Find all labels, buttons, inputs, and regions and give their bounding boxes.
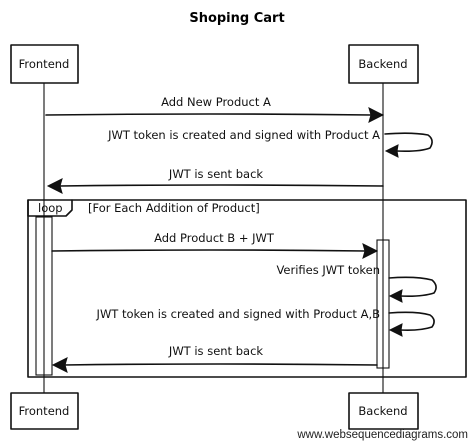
watermark: www.websequencediagrams.com xyxy=(296,429,468,441)
actor-backend-bottom-label: Backend xyxy=(358,404,407,418)
message-jwt-created-ab: JWT token is created and signed with Pro… xyxy=(96,307,435,337)
loop-condition: [For Each Addition of Product] xyxy=(88,201,260,215)
actor-backend-top-label: Backend xyxy=(358,57,407,71)
actor-frontend-top: Frontend xyxy=(10,44,79,84)
activation-frontend-loop xyxy=(35,216,53,376)
actor-backend-top: Backend xyxy=(348,44,419,84)
loop-frame: loop [For Each Addition of Product] xyxy=(27,199,467,378)
message-label: JWT token is created and signed with Pro… xyxy=(96,307,381,321)
actor-backend-bottom: Backend xyxy=(348,392,419,430)
message-label: JWT is sent back xyxy=(168,167,263,181)
message-label: Add Product B + JWT xyxy=(154,231,275,245)
message-label: JWT token is created and signed with Pro… xyxy=(107,128,380,142)
actor-frontend-top-label: Frontend xyxy=(19,57,70,71)
message-verifies-jwt: Verifies JWT token xyxy=(276,263,437,303)
loop-tag: loop xyxy=(38,201,63,215)
diagram-title: Shoping Cart xyxy=(189,11,284,26)
actor-frontend-bottom-label: Frontend xyxy=(19,404,70,418)
message-jwt-sent-back-2: JWT is sent back xyxy=(51,344,378,373)
message-label: JWT is sent back xyxy=(168,344,263,358)
message-jwt-created-a: JWT token is created and signed with Pro… xyxy=(107,128,433,158)
activation-backend-loop xyxy=(376,239,390,369)
message-jwt-sent-back-1: JWT is sent back xyxy=(46,167,384,194)
message-label: Add New Product A xyxy=(161,95,271,109)
message-label: Verifies JWT token xyxy=(276,263,380,277)
actor-frontend-bottom: Frontend xyxy=(10,392,79,430)
message-add-new-product: Add New Product A xyxy=(45,95,385,123)
message-add-product-b: Add Product B + JWT xyxy=(51,231,379,259)
